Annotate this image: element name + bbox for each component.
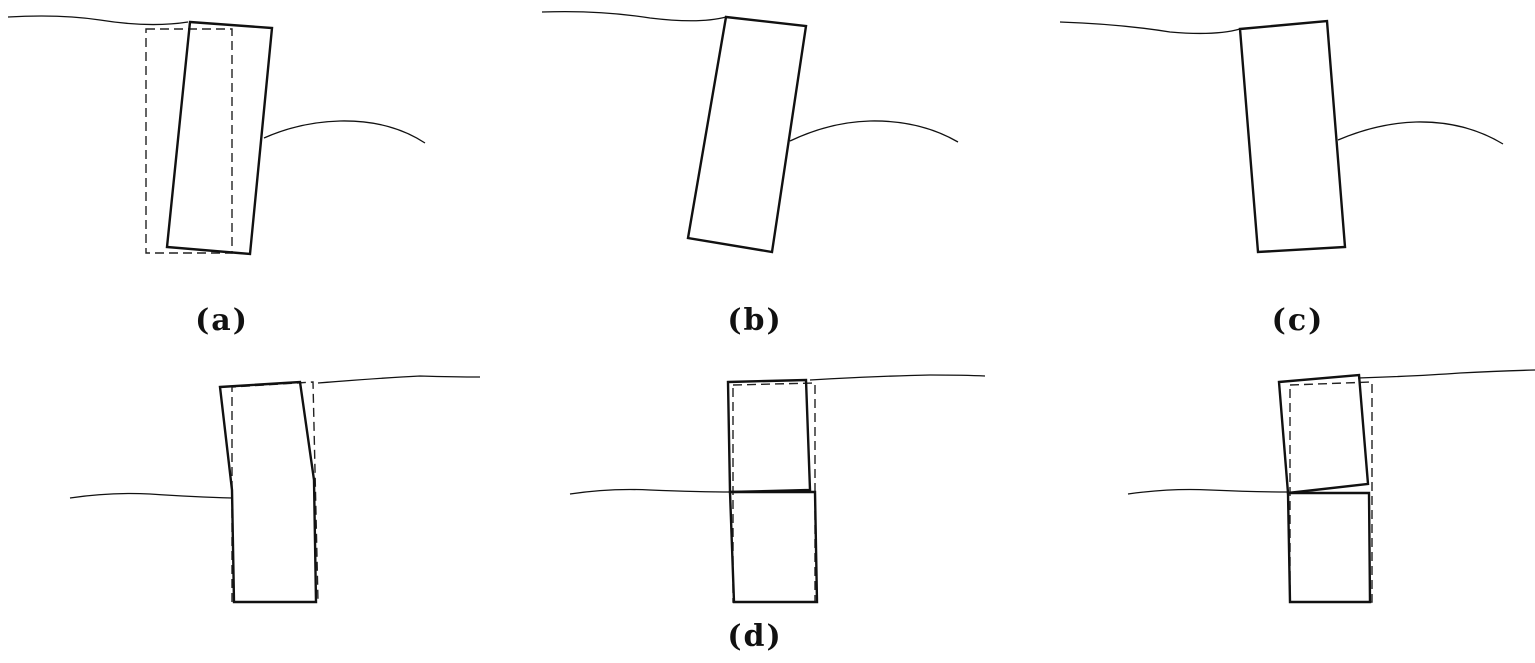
ground-line-upper [1059, 21, 1241, 35]
caption-b: (b) [727, 303, 782, 338]
caption-a: (a) [195, 303, 249, 338]
panel-d-middle [569, 374, 986, 604]
original-wall-position [1289, 381, 1373, 603]
ground-line-upper [7, 15, 189, 26]
panel-d-left: (d) [69, 375, 782, 654]
ground-hatch-marks [44, 20, 158, 40]
caption-d: (d) [727, 619, 782, 654]
ground-line-upper [317, 375, 481, 384]
original-wall-position [145, 28, 233, 254]
panel-c: (c) [1059, 19, 1504, 338]
displaced-wall [165, 20, 274, 256]
ground-line-lower [789, 120, 959, 143]
panel-d-right [1127, 369, 1535, 604]
panel-a: (a) [7, 15, 426, 338]
lower-wall-segment [1286, 491, 1372, 604]
upper-wall-segment [726, 378, 812, 494]
tilted-wall [1238, 19, 1347, 254]
ground-line-lower [1337, 121, 1504, 145]
panel-b: (b) [541, 10, 959, 338]
lower-wall-segment [728, 490, 819, 604]
bent-wall [218, 380, 318, 604]
ground-line-upper [809, 374, 986, 381]
ground-line-upper [1357, 369, 1535, 379]
rotated-upper-wall-segment [1277, 373, 1370, 495]
ground-line-upper [541, 10, 727, 22]
ground-line-lower [569, 488, 733, 495]
ground-line-lower [69, 492, 233, 499]
ground-line-lower [263, 120, 426, 144]
caption-c: (c) [1272, 303, 1325, 338]
overturned-wall [686, 15, 808, 254]
ground-line-lower [1127, 488, 1289, 495]
